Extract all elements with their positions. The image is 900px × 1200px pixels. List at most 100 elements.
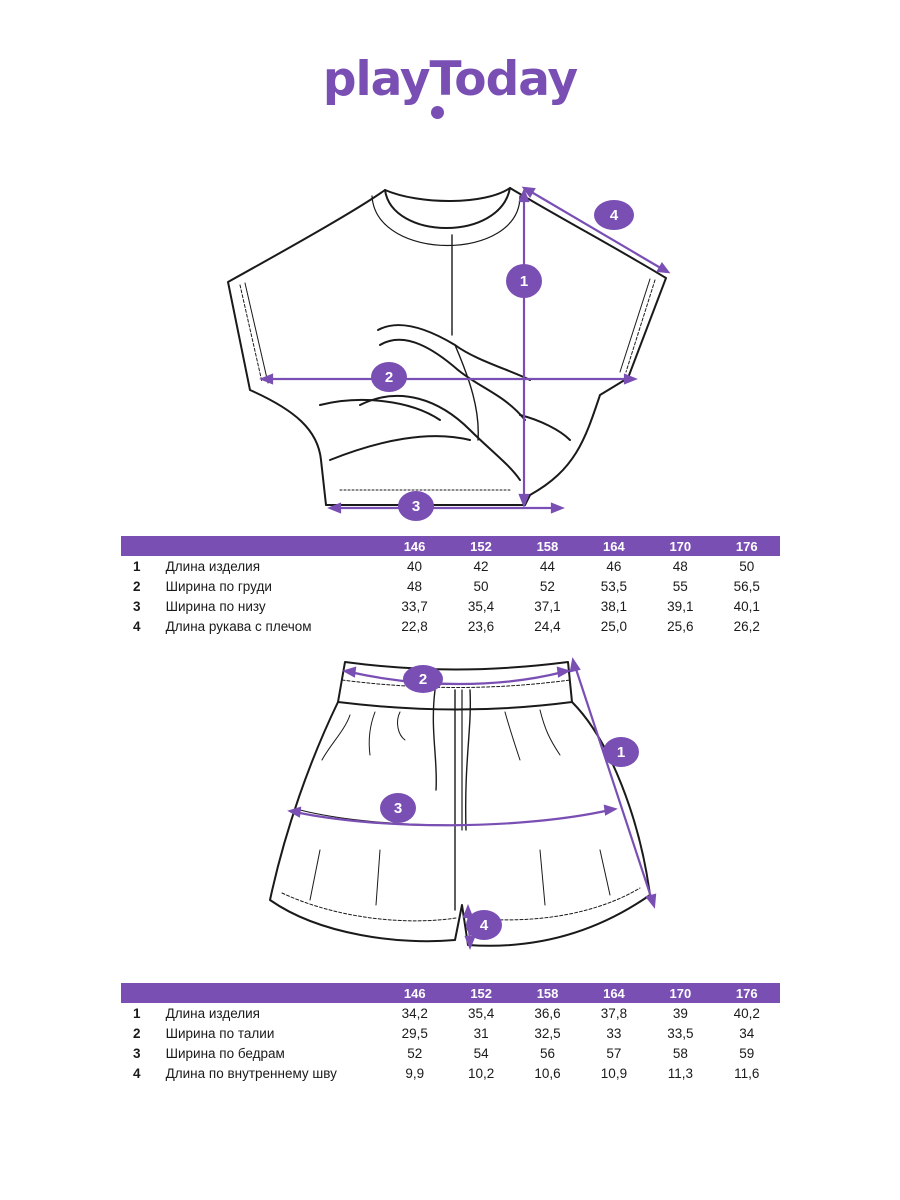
row-name: Ширина по груди [165, 578, 272, 594]
row-value: 35,4 [467, 598, 495, 614]
top-size-table: 146 152 158 164 170 176 1 Длина изделия … [121, 536, 780, 636]
row-value: 11,6 [734, 1065, 760, 1081]
row-value: 39,1 [667, 598, 694, 614]
table-row: 3 Ширина по бедрам 52 54 56 57 58 59 [121, 1043, 780, 1063]
row-value: 46 [606, 558, 622, 574]
row-value: 33,5 [667, 1025, 694, 1041]
table-row: 1 Длина изделия 34,2 35,4 36,6 37,8 39 4… [121, 1003, 780, 1023]
row-value: 31 [473, 1025, 489, 1041]
table-row: 4 Длина по внутреннему шву 9,9 10,2 10,6… [121, 1063, 780, 1083]
row-value: 25,0 [600, 618, 628, 634]
row-value: 40,2 [733, 1005, 760, 1021]
size-header: 152 [447, 536, 515, 556]
row-name: Длина рукава с плечом [165, 618, 312, 634]
row-number: 1 [133, 1005, 141, 1021]
row-number: 4 [133, 1065, 141, 1081]
row-value: 53,5 [600, 578, 628, 594]
bottom-garment-svg: 1 2 3 4 [269, 657, 657, 950]
table-row: 1 Длина изделия 40 42 44 46 48 50 [121, 556, 780, 576]
row-value: 48 [672, 558, 688, 574]
row-value: 29,5 [401, 1025, 428, 1041]
size-header: 176 [713, 536, 780, 556]
top-marker-3: 3 [412, 498, 420, 515]
top-garment-svg: 1 2 3 4 [227, 186, 671, 521]
row-name: Длина изделия [165, 1005, 260, 1021]
header-empty [165, 983, 382, 1003]
row-value: 58 [672, 1045, 688, 1061]
row-value: 59 [739, 1045, 755, 1061]
row-value: 37,8 [600, 1005, 628, 1021]
bottom-marker-1: 1 [617, 744, 625, 761]
size-header: 176 [713, 983, 780, 1003]
row-number: 4 [133, 618, 141, 634]
size-header: 146 [381, 536, 448, 556]
row-value: 52 [539, 578, 555, 594]
row-name: Ширина по талии [165, 1025, 275, 1041]
row-name: Длина по внутреннему шву [165, 1065, 337, 1081]
row-name: Ширина по бедрам [165, 1045, 285, 1061]
row-value: 10,6 [534, 1065, 561, 1081]
top-markers: 1 2 3 4 [371, 200, 634, 521]
size-header: 170 [647, 983, 714, 1003]
top-marker-1: 1 [520, 273, 528, 290]
row-value: 9,9 [405, 1065, 425, 1081]
top-marker-4: 4 [610, 207, 619, 224]
row-value: 56 [540, 1045, 556, 1061]
table-row: 2 Ширина по талии 29,5 31 32,5 33 33,5 3… [121, 1023, 780, 1043]
top-table-header: 146 152 158 164 170 176 [121, 536, 780, 556]
row-value: 34 [739, 1025, 755, 1041]
row-number: 1 [133, 558, 141, 574]
top-garment-drawing: 1 2 3 4 [0, 150, 900, 530]
row-value: 39 [672, 1005, 688, 1021]
row-value: 57 [606, 1045, 622, 1061]
row-value: 54 [473, 1045, 489, 1061]
row-value: 33,7 [401, 598, 428, 614]
row-name: Длина изделия [165, 558, 261, 574]
row-value: 26,2 [733, 618, 760, 634]
bottom-marker-2: 2 [419, 671, 427, 688]
table-row: 3 Ширина по низу 33,7 35,4 37,1 38,1 39,… [121, 596, 780, 616]
size-header: 158 [514, 536, 581, 556]
row-value: 10,9 [600, 1065, 628, 1081]
header-empty [121, 983, 166, 1003]
row-value: 33 [606, 1025, 622, 1041]
row-value: 40 [407, 558, 423, 574]
size-header: 146 [381, 983, 448, 1003]
row-value: 40,1 [733, 598, 760, 614]
row-number: 3 [133, 1045, 141, 1061]
row-value: 38,1 [600, 598, 628, 614]
logo-dot [431, 106, 444, 119]
row-value: 10,2 [468, 1065, 495, 1081]
row-value: 48 [407, 578, 423, 594]
bottom-marker-4: 4 [480, 917, 489, 934]
row-value: 52 [407, 1045, 423, 1061]
row-number: 3 [133, 598, 141, 614]
row-value: 50 [739, 558, 755, 574]
row-value: 35,4 [468, 1005, 495, 1021]
row-number: 2 [133, 578, 141, 594]
table-row: 4 Длина рукава с плечом 22,8 23,6 24,4 2… [121, 616, 780, 636]
row-value: 23,6 [467, 618, 495, 634]
brand-logo: playToday [0, 52, 900, 107]
row-value: 50 [473, 578, 489, 594]
size-header: 152 [447, 983, 515, 1003]
row-name: Ширина по низу [165, 598, 266, 614]
row-value: 24,4 [534, 618, 561, 634]
row-value: 55 [672, 578, 688, 594]
row-value: 36,6 [534, 1005, 561, 1021]
row-value: 34,2 [401, 1005, 428, 1021]
header-empty [165, 536, 382, 556]
row-value: 56,5 [733, 578, 760, 594]
size-header: 170 [647, 536, 714, 556]
row-value: 25,6 [667, 618, 694, 634]
size-header: 164 [580, 536, 648, 556]
row-value: 22,8 [401, 618, 428, 634]
row-value: 44 [539, 558, 555, 574]
size-header: 158 [514, 983, 581, 1003]
bottom-markers: 1 2 3 4 [380, 665, 639, 940]
row-value: 42 [473, 558, 489, 574]
row-value: 32,5 [534, 1025, 561, 1041]
size-header: 164 [580, 983, 648, 1003]
row-number: 2 [133, 1025, 141, 1041]
row-value: 37,1 [534, 598, 561, 614]
